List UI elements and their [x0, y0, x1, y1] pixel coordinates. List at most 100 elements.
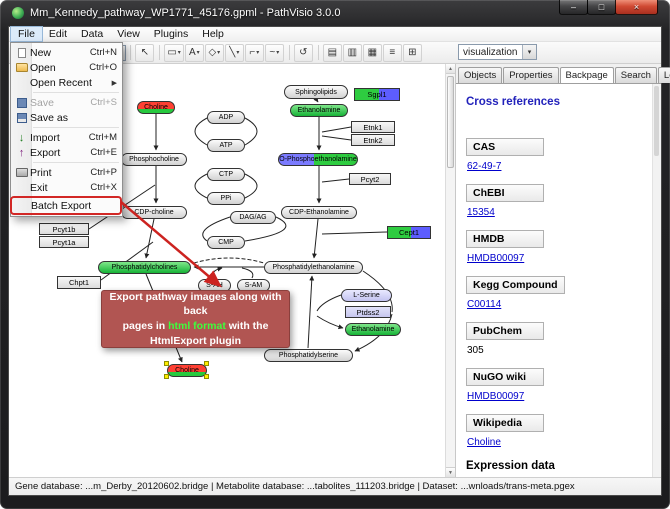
pathway-node-cept1[interactable]: Cept1 — [387, 226, 431, 239]
xref-value: 305 — [467, 345, 484, 356]
tab-search[interactable]: Search — [614, 67, 657, 83]
menu-file[interactable]: File — [10, 26, 43, 42]
xref-value[interactable]: 62-49-7 — [467, 161, 502, 172]
selection-handle[interactable] — [204, 374, 209, 379]
pathway-edge — [316, 294, 342, 312]
menu-shortcut: Ctrl+O — [89, 62, 117, 73]
pathway-node-phosphocholine[interactable]: Phosphocholine — [121, 153, 187, 166]
undo-tool[interactable]: ↺ — [293, 43, 313, 62]
pathway-node-ethanolamine-top[interactable]: Ethanolamine — [290, 104, 348, 117]
menu-view[interactable]: View — [117, 28, 140, 40]
file-menu-item-exit[interactable]: Exit Ctrl+X — [11, 180, 122, 195]
menu-shortcut: Ctrl+X — [90, 182, 117, 193]
menu-item-label: Exit — [30, 181, 48, 194]
stack-tool[interactable]: ≡ — [382, 43, 402, 62]
xref-value[interactable]: HMDB00097 — [467, 391, 525, 402]
connector-tool[interactable]: ⌐▾ — [244, 43, 264, 62]
close-button[interactable]: × — [615, 0, 658, 15]
visualization-combobox[interactable]: visualization ▾ — [458, 44, 537, 60]
align-horizontal-tool[interactable]: ▤ — [322, 43, 342, 62]
pathway-edge — [244, 216, 287, 242]
xref-value[interactable]: Choline — [467, 437, 501, 448]
pathway-node-chpt1[interactable]: Chpt1 — [57, 276, 101, 289]
pathway-node-cmp[interactable]: CMP — [207, 236, 245, 249]
pathway-node-l-serine[interactable]: L-Serine — [341, 289, 392, 302]
pathway-node-choline-bottom[interactable]: Choline — [167, 364, 207, 377]
pathway-node-cdp-ethanolamine[interactable]: CDP-Ethanolamine — [281, 206, 357, 219]
pathway-node-dag[interactable]: DAG/AG — [230, 211, 276, 224]
chevron-down-icon[interactable]: ▾ — [522, 45, 536, 59]
pathway-node-phosphatidylserine[interactable]: Phosphatidylserine — [264, 349, 353, 362]
pathway-node-sgpl1[interactable]: Sgpl1 — [354, 88, 400, 101]
shape-tool[interactable]: ◇▾ — [204, 43, 224, 62]
group-tool[interactable]: ⊞ — [402, 43, 422, 62]
sidebar-scrollbar[interactable] — [652, 84, 661, 477]
import-icon — [13, 132, 30, 144]
pathway-node-ppi[interactable]: PPi — [207, 192, 245, 205]
tab-legend[interactable]: Legend — [657, 67, 670, 83]
pathway-node-sphingolipids[interactable]: Sphingolipids — [284, 85, 348, 99]
pathway-node-ethanolamine-bottom[interactable]: Ethanolamine — [345, 323, 401, 336]
xref-value[interactable]: C00114 — [467, 299, 502, 310]
pathway-node-choline-top[interactable]: Choline — [137, 101, 175, 114]
menu-plugins[interactable]: Plugins — [153, 28, 189, 40]
pathway-node-adp[interactable]: ADP — [207, 111, 245, 124]
pointer-tool[interactable]: ↖ — [135, 43, 155, 62]
pathway-node-phosphatidylcholines[interactable]: Phosphatidylcholines — [98, 261, 191, 274]
file-menu-item-save-as[interactable]: Save as — [11, 110, 122, 125]
pathway-node-pcyt2[interactable]: Pcyt2 — [349, 173, 391, 185]
label-tool[interactable]: A▾ — [184, 43, 204, 62]
align-vertical-tool[interactable]: ▥ — [342, 43, 362, 62]
toolbar-tools: ↖ ▭▾A▾◇▾╲▾⌐▾~▾ ↺ ▤▥▦≡⊞ — [135, 43, 422, 62]
statusbar-text: Gene database: ...m_Derby_20120602.bridg… — [15, 481, 575, 492]
xref-value[interactable]: HMDB00097 — [467, 253, 525, 264]
tab-properties[interactable]: Properties — [503, 67, 559, 83]
submenu-arrow-icon: ▶ — [111, 79, 117, 87]
line-tool[interactable]: ╲▾ — [224, 43, 244, 62]
menu-help[interactable]: Help — [202, 28, 224, 40]
tab-backpage[interactable]: Backpage — [559, 67, 614, 84]
pathway-node-etnk1[interactable]: Etnk1 — [351, 121, 395, 133]
pathway-node-pcyt1a[interactable]: Pcyt1a — [39, 236, 89, 248]
annotation-highlight: html format — [168, 320, 226, 332]
pathway-node-ctp[interactable]: CTP — [207, 168, 245, 181]
curved-connector-tool[interactable]: ~▾ — [264, 43, 284, 62]
menu-data[interactable]: Data — [81, 28, 104, 40]
menu-edit[interactable]: Edit — [48, 28, 68, 40]
pathway-node-cdp-choline[interactable]: CDP-choline — [121, 206, 187, 219]
canvas-vertical-scrollbar[interactable]: ▲ ▼ — [445, 64, 455, 477]
pathway-edge — [244, 173, 258, 199]
pathway-node-pcyt1b[interactable]: Pcyt1b — [39, 223, 89, 235]
scroll-down-icon[interactable]: ▼ — [446, 467, 455, 477]
file-menu-item-open-recent[interactable]: Open Recent▶ — [11, 75, 122, 90]
selection-handle[interactable] — [164, 374, 169, 379]
menu-shortcut: Ctrl+S — [90, 97, 117, 108]
file-menu-item-batch-export[interactable]: Batch Export — [12, 198, 120, 213]
xref-value[interactable]: 15354 — [467, 207, 495, 218]
xref-header: HMDB — [466, 230, 544, 248]
scrollbar-thumb[interactable] — [447, 76, 454, 168]
pathway-node-phosphatidylethanolamine[interactable]: Phosphatidylethanolamine — [264, 261, 363, 274]
maximize-button[interactable]: □ — [587, 0, 616, 15]
pathway-node-ptdss2[interactable]: Ptdss2 — [345, 306, 391, 318]
tab-objects[interactable]: Objects — [458, 67, 503, 83]
selection-handle[interactable] — [204, 361, 209, 366]
scroll-up-icon[interactable]: ▲ — [446, 64, 455, 74]
selection-handle[interactable] — [164, 361, 169, 366]
pathway-node-atp[interactable]: ATP — [207, 139, 245, 152]
pathway-node-etnk2[interactable]: Etnk2 — [351, 134, 395, 146]
distribute-tool[interactable]: ▦ — [362, 43, 382, 62]
datanode-tool[interactable]: ▭▾ — [164, 43, 184, 62]
scrollbar-thumb[interactable] — [654, 86, 659, 156]
minimize-button[interactable]: – — [559, 0, 588, 15]
pathway-node-o-phosphoethanolamine[interactable]: O-Phosphoethanolamine — [278, 153, 358, 166]
app-icon — [12, 7, 24, 19]
